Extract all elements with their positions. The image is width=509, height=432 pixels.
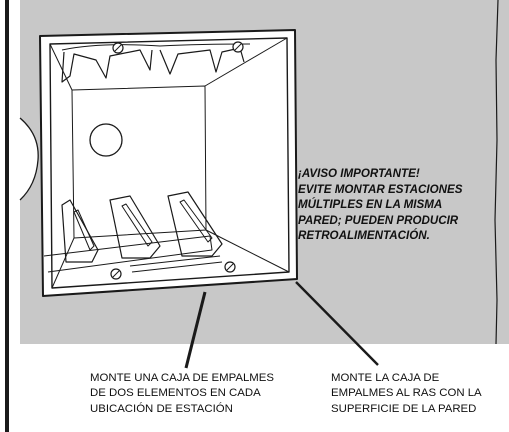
caption-right-line-1: MONTE LA CAJA DE [331, 372, 440, 384]
top-clamp-base [61, 43, 251, 51]
caption-two-gang-box: MONTE UNA CAJA DE EMPALMES DE DOS ELEMEN… [90, 371, 300, 417]
box-corner-tr [204, 37, 288, 87]
warning-line-2: EVITE MONTAR ESTACIONES [298, 182, 463, 196]
bottom-clamp-2 [109, 195, 161, 259]
bottom-clamp-2-slot [121, 203, 153, 247]
leader-line-right [295, 281, 379, 366]
bottom-clamp-1 [61, 199, 99, 263]
knockout-circle [89, 123, 123, 157]
wall-edge [494, 0, 499, 345]
caption-left-line-2: DE DOS ELEMENTOS EN CADA [90, 387, 261, 400]
junction-box [39, 29, 298, 297]
caption-right-line-3: SUPERFICIE DE LA PARED [331, 402, 477, 415]
bottom-clamp-3 [167, 191, 223, 257]
bottom-clamp-3-slot [179, 199, 213, 243]
bottom-clamp-1-slot [73, 209, 95, 251]
caption-flush-mount: MONTE LA CAJA DE EMPALMES AL RAS CON LA … [331, 371, 501, 417]
warning-line-1: ¡AVISO IMPORTANTE! [298, 167, 420, 180]
caption-right-line-2: EMPALMES AL RAS CON LA [331, 387, 482, 400]
warning-line-5: RETROALIMENTACIÓN. [298, 229, 430, 243]
caption-left-line-3: UBICACIÓN DE ESTACIÓN [90, 402, 233, 415]
wall-hole [19, 117, 39, 201]
box-corner-tl [49, 43, 73, 91]
warning-line-3: MÚLTIPLES EN LA MISMA [298, 198, 443, 212]
bottom-rail-1 [43, 235, 213, 273]
important-warning: ¡AVISO IMPORTANTE! EVITE MONTAR ESTACION… [298, 166, 498, 244]
bottom-rail-2 [129, 255, 221, 267]
box-corner-bl [51, 237, 75, 289]
warning-line-4: PARED; PUEDEN PRODUCIR [298, 213, 459, 227]
box-corner-br [205, 229, 290, 273]
bottom-rail-3 [131, 261, 223, 273]
box-flange [39, 29, 298, 297]
top-clamp-left [61, 49, 153, 83]
caption-left-line-1: MONTE UNA CAJA DE EMPALMES [90, 372, 274, 384]
leader-line-left [184, 291, 207, 369]
